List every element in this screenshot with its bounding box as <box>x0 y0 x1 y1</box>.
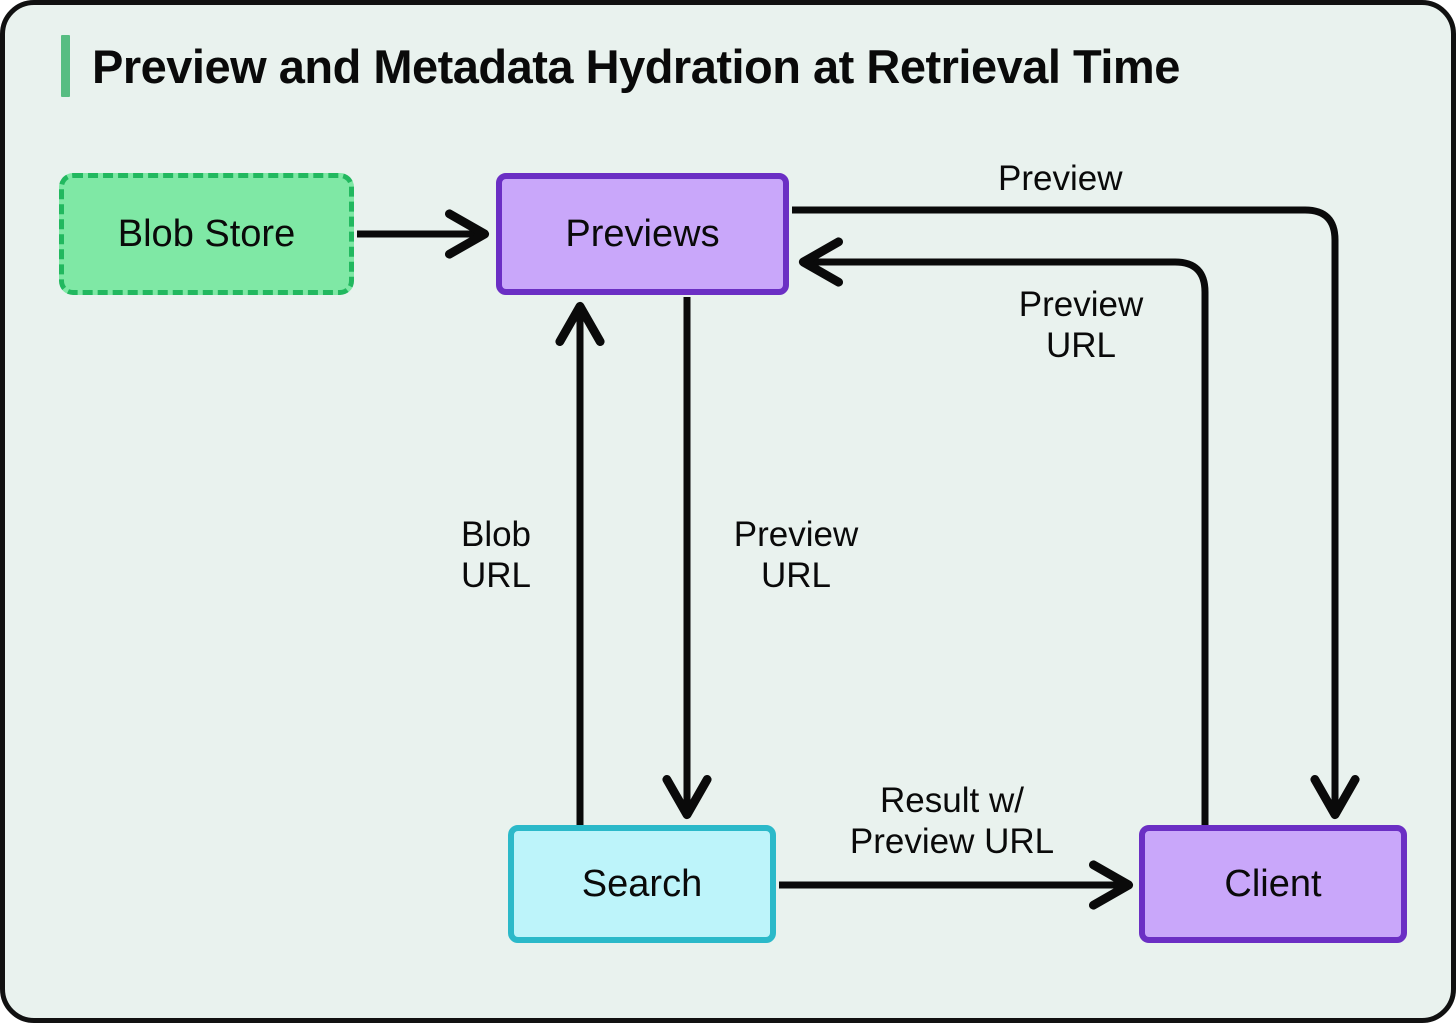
node-blob-store[interactable]: Blob Store <box>59 173 354 295</box>
node-client[interactable]: Client <box>1139 825 1407 943</box>
node-previews[interactable]: Previews <box>496 173 789 295</box>
node-blob-store-label: Blob Store <box>117 213 296 255</box>
edge-label-preview: Preview <box>998 159 1123 198</box>
node-search-label: Search <box>581 863 703 905</box>
edge-label-blob-url: Blob URL <box>460 515 532 595</box>
edge-label-preview-url-right: Preview URL <box>1018 285 1144 365</box>
edge-client-to-previews <box>798 237 1209 825</box>
edge-label-result-with-preview-url: Result w/ Preview URL <box>849 781 1055 861</box>
node-search[interactable]: Search <box>508 825 776 943</box>
node-previews-label: Previews <box>565 213 720 255</box>
page-title: Preview and Metadata Hydration at Retrie… <box>92 39 1180 93</box>
edge-label-preview-url-mid: Preview URL <box>733 515 859 595</box>
edge-previews-to-client <box>792 206 1360 820</box>
title-row: Preview and Metadata Hydration at Retrie… <box>61 35 1180 97</box>
title-accent-bar <box>61 35 70 97</box>
node-client-label: Client <box>1224 863 1322 905</box>
